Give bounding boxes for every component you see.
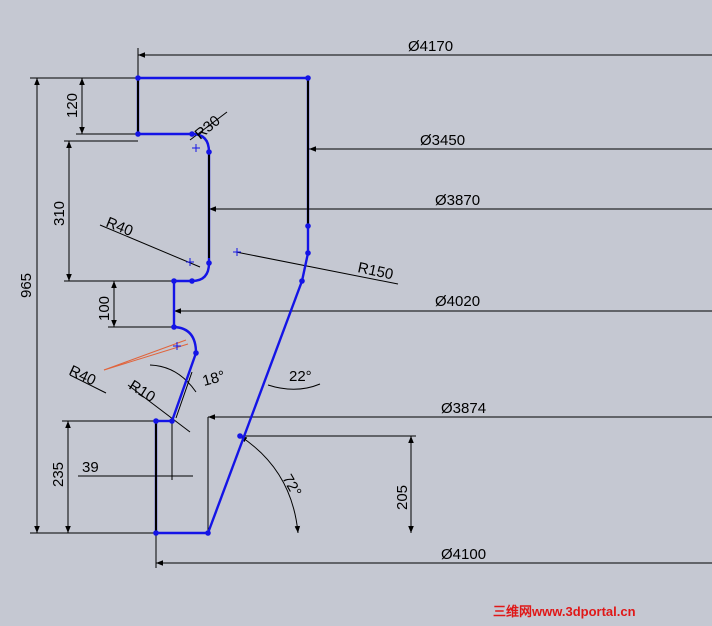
part-profile — [136, 76, 310, 535]
profile-fillet-r40-upper — [191, 262, 211, 283]
leader-r40-lower — [103, 339, 189, 371]
angle-arc-18 — [149, 364, 197, 393]
profile-vertices — [135, 75, 311, 536]
dim-text-a72: 72° — [279, 472, 305, 500]
dim-text-h100: 100 — [96, 296, 113, 321]
dim-text-r40-upper: R40 — [104, 214, 136, 240]
dim-text-h965: 965 — [18, 273, 35, 298]
dimension-lines — [30, 48, 712, 568]
dim-text-r150: R150 — [356, 259, 395, 283]
dim-text-d4020: Ø4020 — [435, 293, 480, 310]
dim-text-a18: 18° — [201, 368, 227, 390]
profile-bottom — [154, 421, 208, 535]
watermark: 三维网www.3dportal.cn — [493, 604, 636, 619]
dim-text-d4170: Ø4170 — [408, 38, 453, 55]
dim-text-d4100: Ø4100 — [441, 546, 486, 563]
profile-flank-upper — [300, 252, 310, 282]
dimension-texts: Ø4170 Ø3450 Ø3870 Ø4020 Ø3874 Ø4100 965 … — [18, 38, 486, 563]
dim-text-h310: 310 — [51, 201, 68, 226]
profile-flank-lower — [206, 280, 304, 534]
profile-inner-slant — [170, 352, 198, 422]
leader-r10 — [127, 384, 191, 433]
dim-text-h235: 235 — [50, 462, 67, 487]
dim-text-d3870: Ø3870 — [435, 192, 480, 209]
dim-text-r30: R30 — [192, 112, 224, 143]
leader-r40-upper — [99, 224, 201, 268]
dim-text-h120: 120 — [64, 93, 81, 118]
angle-arc-22 — [267, 383, 321, 390]
dim-text-w39: 39 — [82, 459, 99, 476]
dim-text-h205: 205 — [394, 485, 411, 510]
profile-fillet-r40-lower — [173, 325, 198, 354]
profile-top — [136, 76, 310, 253]
dim-text-r40-lower: R40 — [66, 362, 98, 389]
dim-text-r10: R10 — [126, 377, 158, 406]
dim-text-d3450: Ø3450 — [420, 132, 465, 149]
dim-text-d3874: Ø3874 — [441, 400, 486, 417]
dim-text-a22: 22° — [289, 368, 312, 385]
angle-arc-72 — [239, 435, 301, 534]
arc-center-marks — [173, 144, 241, 350]
leader-r150 — [235, 251, 399, 285]
